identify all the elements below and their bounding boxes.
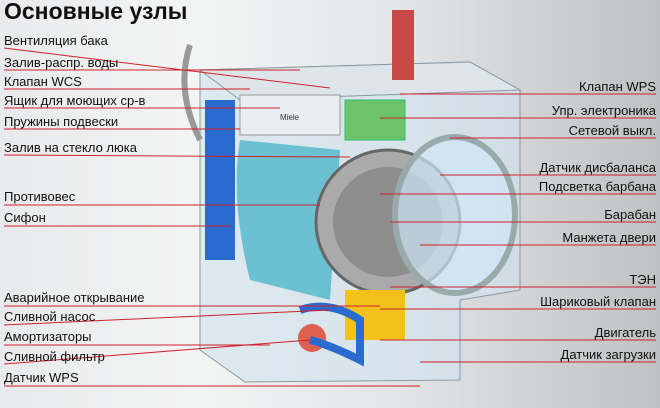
label-siphon: Сифон [4,210,46,225]
label-motor: Двигатель [594,325,656,340]
label-wps-sensor: Датчик WPS [4,370,79,385]
counterweight [236,140,340,300]
label-wcs-valve: Клапан WCS [4,74,82,89]
label-suspension-springs: Пружины подвески [4,114,119,129]
label-emergency-open: Аварийное открывание [4,290,145,305]
leader-lines [3,47,656,387]
page-title: Основные узлы [4,0,188,24]
detergent-drawer [239,94,341,136]
inlet-hose [181,44,203,142]
door [392,134,518,296]
label-imbalance-sensor: Датчик дисбаланса [539,160,657,175]
control-board [344,99,406,141]
label-load-sensor: Датчик загрузки [560,347,656,362]
label-ball-valve: Шариковый клапан [540,294,656,309]
label-drum: Барабан [604,207,656,222]
label-heater: ТЭН [629,272,656,287]
drain-hose [298,302,364,367]
wps-valve [392,10,414,80]
label-water-distribution: Залив-распр. воды [4,55,119,70]
label-counterweight: Противовес [4,189,76,204]
tub-side [205,100,235,260]
label-shock-absorbers: Амортизаторы [4,329,92,344]
brand-logo: Miele [280,113,300,122]
label-door-glass-inlet: Залив на стекло люка [4,140,137,155]
label-drain-pump: Сливной насос [4,309,96,324]
label-wps-valve: Клапан WPS [578,79,656,94]
label-door-seal: Манжета двери [562,230,656,245]
label-tank-vent: Вентиляция бака [4,33,108,48]
label-drain-filter: Сливной фильтр [4,349,105,364]
label-detergent-drawer: Ящик для моющих ср-в [4,93,146,108]
label-drum-light: Подсветка барбана [538,179,656,194]
label-control-electronics: Упр. электроника [551,103,656,118]
label-power-switch: Сетевой выкл. [568,123,656,138]
